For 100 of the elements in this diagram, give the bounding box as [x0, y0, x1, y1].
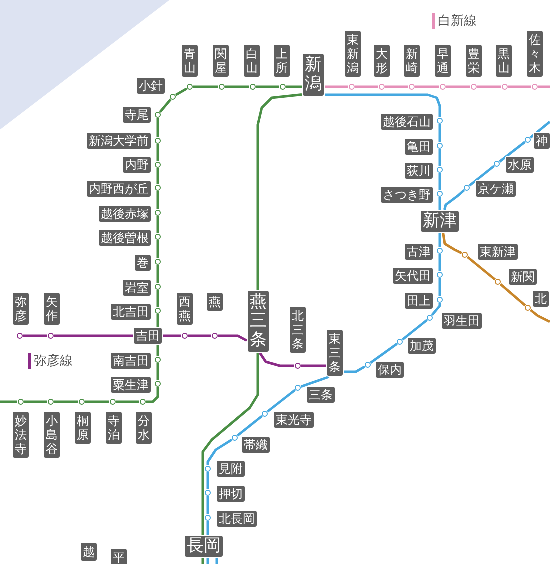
station-name: 豊栄: [465, 44, 483, 78]
rail-line: [478, 86, 502, 88]
station-name: 矢代田: [392, 267, 434, 285]
rail-line: [386, 86, 408, 88]
rail-line: [156, 345, 160, 356]
station-name: 粟生津: [110, 376, 152, 394]
rail-line: [226, 86, 250, 88]
rail-line: [116, 400, 140, 404]
legend-text: 白新線: [438, 13, 477, 30]
rail-line: [206, 496, 210, 514]
rail-line: [86, 400, 110, 404]
rail-line: [431, 304, 442, 316]
station-name: 分水: [135, 411, 153, 445]
rail-line: [500, 283, 526, 307]
station-name: 田上: [404, 292, 434, 310]
rail-line: [438, 150, 442, 166]
rail-line: [302, 364, 326, 368]
rail-line: [443, 189, 466, 210]
rail-line: [344, 366, 366, 374]
station-name: 桐原: [74, 411, 92, 445]
station-name: 早通: [434, 44, 452, 78]
rail-line: [446, 86, 470, 88]
rail-line: [156, 290, 160, 308]
station-name: 保内: [375, 361, 405, 379]
station-name: 長岡: [184, 535, 224, 558]
station-name: 矢作: [43, 292, 61, 326]
rail-line: [538, 86, 550, 88]
rail-line: [468, 165, 496, 187]
rail-line: [370, 342, 398, 364]
rail-line: [146, 388, 160, 404]
rail-line: [159, 98, 172, 114]
rail-line: [216, 558, 218, 564]
station-name: 上所: [273, 44, 291, 78]
rail-line: [206, 438, 233, 466]
rail-line: [530, 309, 550, 324]
rail-line: [530, 121, 550, 139]
station-name: 大形: [373, 44, 391, 78]
station-name: 水原: [505, 156, 535, 174]
station-name: 内野: [122, 156, 152, 174]
station-name: 東新津: [477, 243, 519, 261]
rail-line: [206, 472, 210, 490]
station-name: 羽生田: [441, 312, 483, 330]
rail-line: [175, 88, 188, 96]
rail-line: [54, 334, 133, 338]
station-name: 越後曽根: [98, 229, 152, 247]
rail-line: [163, 334, 182, 338]
rail-line: [156, 314, 160, 327]
rail-line: [0, 400, 18, 404]
rail-line: [300, 376, 330, 388]
rail-line: [508, 86, 532, 88]
station-name: 北吉田: [110, 303, 152, 321]
station-name: 見附: [216, 460, 246, 478]
station-name: 亀田: [404, 138, 434, 156]
rail-line: [356, 86, 378, 88]
station-name: 越後石山: [380, 113, 434, 131]
rail-line: [156, 192, 160, 210]
rail-line: [156, 240, 160, 258]
rail-line: [194, 86, 218, 88]
station-name: 岩室: [122, 279, 152, 297]
station-name: 寺泊: [105, 411, 123, 445]
rail-line: [206, 558, 210, 564]
rail-line: [256, 86, 280, 88]
station-name: 吉田: [133, 327, 163, 345]
station-name: 三条: [306, 386, 336, 404]
station-name: 平: [110, 548, 128, 564]
rail-line: [156, 144, 160, 162]
rail-line: [188, 334, 212, 338]
rail-line: [206, 522, 210, 535]
rail-line: [156, 216, 160, 234]
station-name: 関屋: [212, 44, 230, 78]
rail-line: [325, 94, 442, 118]
station-name: 小針: [136, 77, 166, 95]
station-name: 弥彦: [12, 292, 30, 326]
station-name: 新潟大学前: [86, 132, 152, 150]
station-name: 燕: [206, 292, 224, 312]
rail-line: [402, 319, 428, 341]
station-name: 北: [532, 290, 550, 308]
station-name: 東三条: [326, 329, 344, 377]
rail-line: [156, 168, 160, 184]
station-name: 越: [80, 542, 98, 562]
station-name: 新津: [420, 210, 460, 233]
station-name: 佐々木: [526, 30, 544, 78]
rail-line: [24, 334, 48, 338]
rail-line: [438, 198, 442, 210]
rail-line: [258, 352, 294, 368]
rail-line: [202, 353, 260, 535]
station-name: 越後赤塚: [98, 205, 152, 223]
rail-line: [156, 118, 160, 138]
station-name: 東光寺: [273, 411, 315, 429]
station-name: 荻川: [404, 162, 434, 180]
rail-line: [156, 364, 160, 380]
station-name: 京ケ瀬: [475, 180, 517, 198]
rail-line: [218, 334, 248, 342]
station-name: 新潟: [302, 53, 325, 97]
rail-line: [202, 558, 204, 564]
rail-line: [466, 256, 496, 281]
station-name: 寺尾: [122, 106, 152, 124]
station-name: 新関: [508, 268, 538, 286]
rail-line: [236, 415, 264, 437]
station-name: 妙法寺: [12, 411, 30, 459]
